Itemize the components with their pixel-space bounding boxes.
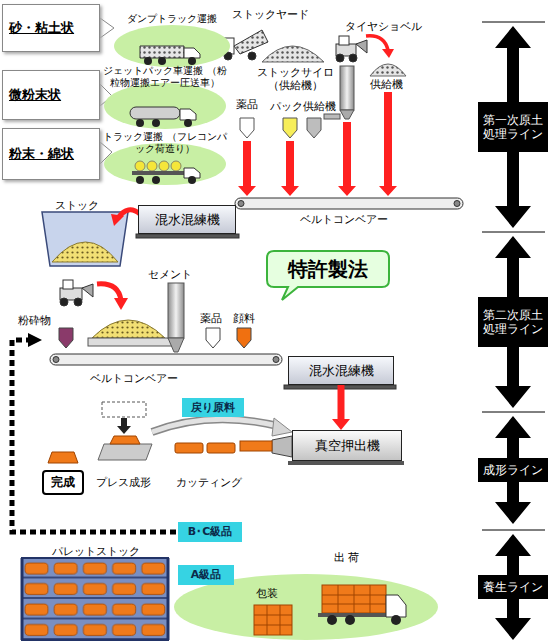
node-text: 第一次原土 処理ライン	[481, 113, 545, 142]
stage-box: 第二次原土 処理ライン	[478, 297, 548, 347]
source-callout: 微粉末状	[2, 70, 100, 120]
belt-conveyor	[50, 354, 396, 389]
node-text: 粉末・綿状	[9, 146, 74, 162]
node-text: 養生ライン	[483, 580, 543, 594]
node-text: 完成	[51, 475, 75, 489]
mixer-box: 混水混練機	[288, 356, 394, 385]
shipping-area: 包装 出 荷	[172, 545, 440, 641]
part-label: ストックヤード	[232, 8, 309, 21]
node-text: 第二次原土 処理ライン	[481, 308, 545, 337]
node-text: トラック運搬 （フレコンパック荷造り）	[102, 131, 228, 155]
part-label: パレットストック	[52, 545, 140, 558]
part-label: カッティング	[176, 476, 242, 489]
finished-box: 完成	[42, 470, 84, 495]
transport-ellipse: ダンプトラック運搬	[112, 10, 232, 68]
transport-ellipse: ジェットパック車運搬 （粉粒物運搬エアー圧送車）	[102, 62, 228, 130]
mixer-box: 混水混練機	[138, 205, 236, 234]
part-label: ストック	[55, 199, 99, 212]
grade-tag: A級品	[178, 565, 234, 585]
node-text: 特許製法	[288, 257, 368, 281]
feed-arrows	[238, 92, 397, 196]
return-tag: 戻り原料	[182, 398, 244, 417]
cement-silo	[168, 283, 184, 352]
stage-box: 養生ライン	[478, 575, 548, 599]
node-text: 包装	[256, 587, 278, 600]
return-arrow	[152, 418, 292, 436]
node-text: 砂・粘土状	[9, 20, 74, 36]
arrow-shaft	[338, 385, 345, 419]
stage-box: 成形ライン	[478, 458, 548, 482]
node-text: ジェットパック車運搬 （粉粒物運搬エアー圧送車）	[102, 65, 228, 89]
transport-ellipse: トラック運搬 （フレコンパック荷造り）	[102, 128, 228, 186]
belt-conveyor	[136, 198, 463, 238]
node-text: 出 荷	[334, 551, 360, 564]
node-text: ダンプトラック運搬	[127, 13, 217, 25]
patent-bubble: 特許製法	[266, 250, 390, 288]
reject-return-line	[12, 333, 176, 532]
pallet-rack	[22, 558, 168, 640]
second-loader	[60, 280, 172, 346]
part-label: プレス成形	[96, 476, 151, 489]
node-text: 混水混練機	[309, 363, 374, 379]
part-label: ベルトコンベアー	[90, 372, 178, 385]
source-callout: 砂・粘土状	[2, 4, 100, 52]
grade-tag: B･C級品	[178, 522, 242, 542]
stage-box: 第一次原土 処理ライン	[478, 102, 548, 152]
part-label: 薬品	[236, 98, 258, 111]
part-label: 供給機	[370, 78, 403, 91]
node-text: 戻り原料	[191, 401, 235, 414]
part-label: 粉砕物	[18, 314, 51, 327]
shipping-area-shape	[172, 545, 440, 641]
node-text: A級品	[191, 568, 222, 581]
extruder-box: 真空押出機	[292, 430, 402, 461]
part-label: 薬品	[200, 312, 222, 325]
arrow-head	[332, 419, 350, 430]
stage-dividers	[482, 22, 545, 530]
node-text: 混水混練機	[155, 212, 220, 228]
stock-bin	[42, 210, 140, 266]
press-forming	[48, 402, 152, 463]
part-label: 顔料	[233, 312, 255, 325]
node-text: B･C級品	[188, 525, 232, 538]
part-label: ストックサイロ （供給機）	[253, 66, 337, 92]
bag-feeders	[240, 118, 321, 138]
source-callout: 粉末・綿状	[2, 128, 100, 180]
node-text: 成形ライン	[483, 463, 543, 477]
callout-pointers	[100, 18, 114, 164]
part-label: パック供給機	[270, 100, 336, 113]
additive-feeders	[59, 328, 251, 348]
node-text: 微粉末状	[9, 87, 61, 103]
part-label: タイヤショベル	[345, 20, 422, 33]
stockyard-truck	[220, 30, 324, 62]
node-text: 真空押出機	[315, 438, 380, 454]
flow-arrow	[332, 385, 350, 430]
part-label: ベルトコンベアー	[300, 213, 388, 226]
part-label: セメント	[148, 268, 192, 281]
